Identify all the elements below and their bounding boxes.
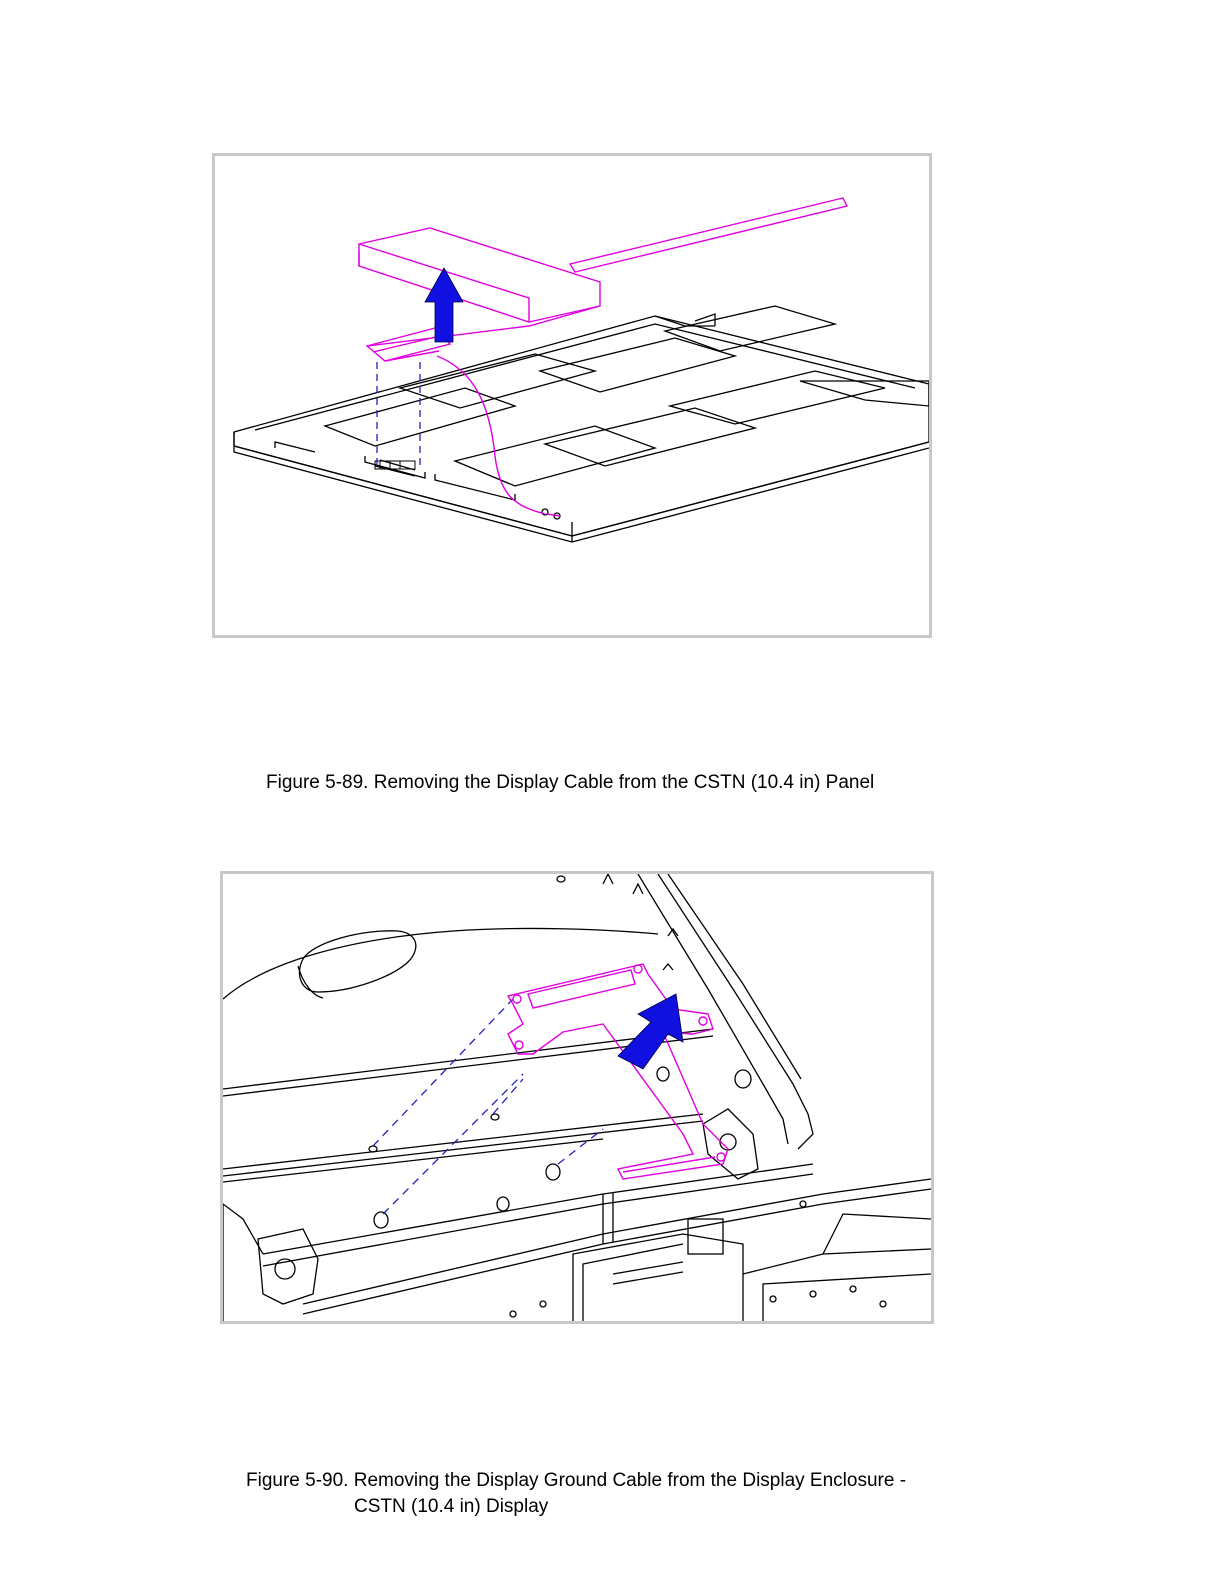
display-enclosure <box>223 874 931 1321</box>
figure-5-90-caption-line1: Figure 5-90. Removing the Display Ground… <box>246 1470 906 1492</box>
figure-5-89-caption: Figure 5-89. Removing the Display Cable … <box>266 772 874 794</box>
lift-out-arrow-icon <box>618 994 683 1069</box>
display-cable <box>359 198 847 516</box>
figure-5-90-illustration <box>220 871 934 1324</box>
display-panel-drawing <box>215 156 929 635</box>
figure-5-90-caption-line2: CSTN (10.4 in) Display <box>354 1496 548 1518</box>
alignment-guide-lines <box>377 362 420 466</box>
cstn-panel-frame <box>234 306 929 542</box>
display-ground-cable <box>508 964 728 1179</box>
display-enclosure-drawing <box>223 874 931 1321</box>
lift-up-arrow-icon <box>425 268 463 342</box>
figure-5-89-illustration <box>212 153 932 638</box>
